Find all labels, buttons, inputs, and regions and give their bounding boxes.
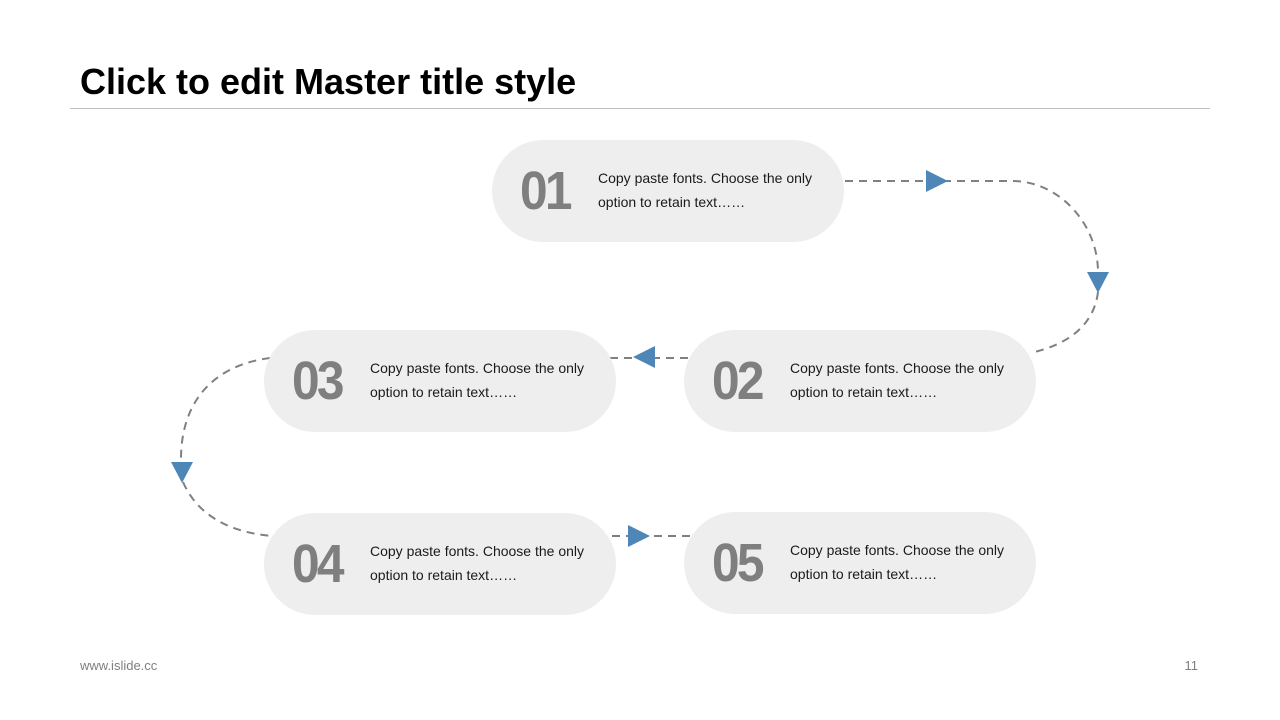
step-text-line: option to retain text…… <box>598 194 746 210</box>
footer-url: www.islide.cc <box>80 658 158 673</box>
connector-01-02 <box>845 180 1099 354</box>
step-number: 02 <box>712 351 765 411</box>
arrow-down-icon <box>171 462 193 483</box>
slide-title: Click to edit Master title style <box>80 61 577 102</box>
step-05: 05 Copy paste fonts. Choose the only opt… <box>684 512 1036 614</box>
step-description: Copy paste fonts. Choose the only option… <box>370 356 600 404</box>
step-text-line: option to retain text…… <box>370 384 518 400</box>
step-number: 04 <box>292 534 345 594</box>
step-text-line: option to retain text…… <box>790 384 938 400</box>
step-description: Copy paste fonts. Choose the only option… <box>598 166 828 214</box>
step-text-line: option to retain text…… <box>370 567 518 583</box>
step-text-line: Copy paste fonts. Choose the only <box>790 542 1005 558</box>
step-02: 02 Copy paste fonts. Choose the only opt… <box>684 330 1036 432</box>
step-04: 04 Copy paste fonts. Choose the only opt… <box>264 513 616 615</box>
step-text-line: Copy paste fonts. Choose the only <box>370 360 585 376</box>
step-text-line: Copy paste fonts. Choose the only <box>790 360 1005 376</box>
arrow-right-icon <box>628 525 650 547</box>
step-text-line: Copy paste fonts. Choose the only <box>370 543 585 559</box>
step-description: Copy paste fonts. Choose the only option… <box>790 356 1020 404</box>
page-number: 11 <box>1184 658 1199 673</box>
step-number: 01 <box>520 161 573 221</box>
step-description: Copy paste fonts. Choose the only option… <box>790 538 1020 586</box>
title-divider <box>70 108 1210 109</box>
step-description: Copy paste fonts. Choose the only option… <box>370 539 600 587</box>
step-number: 05 <box>712 533 765 593</box>
arrow-down-icon <box>1087 272 1109 293</box>
step-01: 01 Copy paste fonts. Choose the only opt… <box>492 140 844 242</box>
step-03: 03 Copy paste fonts. Choose the only opt… <box>264 330 616 432</box>
arrow-left-icon <box>633 346 655 368</box>
arrow-right-icon <box>926 170 948 192</box>
step-text-line: Copy paste fonts. Choose the only <box>598 170 813 186</box>
connector-03-04 <box>179 357 273 537</box>
step-text-line: option to retain text…… <box>790 566 938 582</box>
step-number: 03 <box>292 351 345 411</box>
